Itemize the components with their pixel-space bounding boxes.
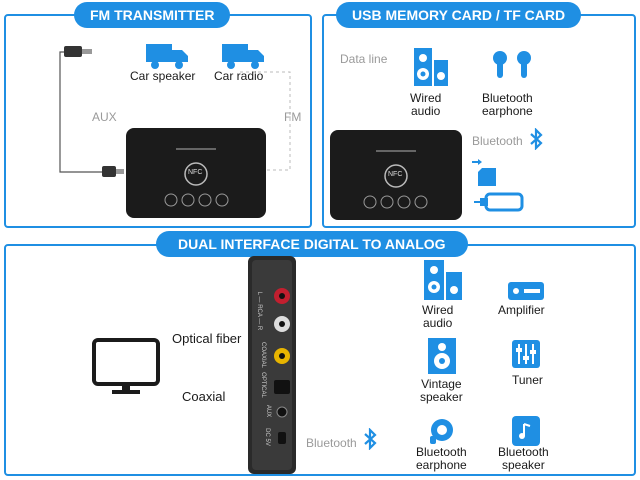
usb-bt-earphone-label: Bluetooth earphone	[482, 91, 533, 118]
vintage-speaker-label: Vintage speaker	[420, 377, 463, 404]
amplifier-icon	[508, 282, 544, 305]
tf-card-icon	[470, 158, 500, 193]
wired-audio-speaker-icon	[414, 48, 450, 93]
amplifier-label: Amplifier	[498, 303, 545, 317]
dual-wired-audio-icon	[424, 260, 464, 307]
dual-bt-earphone-label: Bluetooth earphone	[416, 445, 467, 472]
usb-bluetooth-label: Bluetooth	[472, 134, 523, 148]
car-speaker-label: Car speaker	[130, 69, 196, 83]
dual-wired-audio-label: Wired audio	[422, 303, 454, 330]
usb-wired-audio-label: Wired audio	[410, 91, 442, 118]
port-label-coaxial: COAXIAL	[260, 341, 267, 369]
port-label-lr: L — RCA — R	[256, 291, 263, 331]
car-radio-label: Car radio	[214, 69, 264, 83]
coaxial-label: Coaxial	[182, 389, 226, 404]
car-radio-truck-icon	[222, 42, 266, 75]
car-speaker-truck-icon	[146, 42, 190, 75]
dual-interface-title: DUAL INTERFACE DIGITAL TO ANALOG	[156, 231, 468, 257]
tuner-label: Tuner	[512, 373, 543, 387]
dual-bt-earphone-icon	[428, 418, 456, 451]
port-label-aux: AUX	[265, 404, 272, 418]
fm-label: FM	[284, 110, 302, 124]
tuner-icon	[512, 340, 540, 373]
usb-stick-icon	[472, 188, 528, 221]
usb-title: USB MEMORY CARD / TF CARD	[336, 2, 582, 28]
dual-bluetooth-label: Bluetooth	[306, 436, 357, 450]
bluetooth-speaker-icon	[512, 416, 540, 451]
nfc-label: NFC	[188, 169, 203, 176]
dual-bluetooth-icon	[362, 427, 378, 455]
data-line-label: Data line	[340, 52, 388, 66]
bluetooth-earphone-icon	[492, 50, 532, 89]
bluetooth-icon	[528, 127, 544, 155]
usb-nfc-label: NFC	[388, 171, 403, 178]
aux-label: AUX	[92, 110, 117, 124]
bt-speaker-label: Bluetooth speaker	[498, 445, 549, 472]
optical-fiber-label: Optical fiber	[172, 331, 242, 346]
monitor-icon	[92, 338, 162, 407]
port-label-dc: DC 5V	[263, 428, 270, 446]
vintage-speaker-icon	[428, 338, 456, 379]
port-label-optical: OPTICAL	[259, 372, 266, 398]
fm-transmitter-title: FM TRANSMITTER	[74, 2, 231, 28]
dac-device-side: L — RCA — R COAXIAL OPTICAL AUX DC 5V	[248, 256, 298, 479]
usb-device: NFC	[330, 130, 462, 225]
fm-transmitter-device: NFC	[126, 128, 266, 223]
